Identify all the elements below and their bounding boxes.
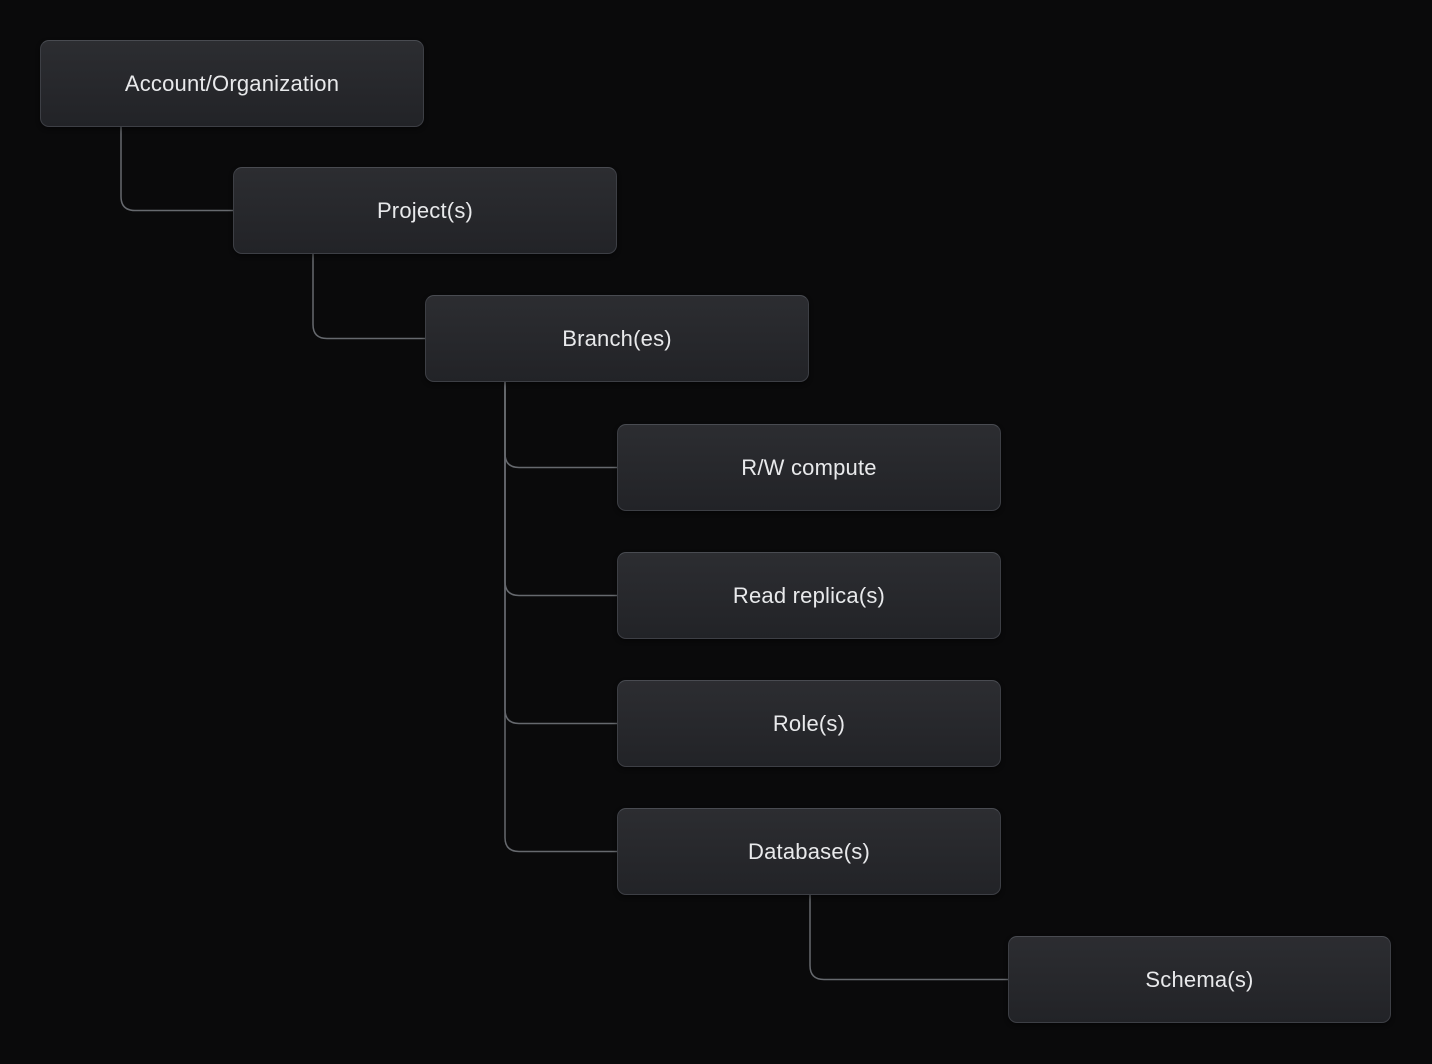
- edge-branch-to-rw-compute: [504, 382, 617, 469]
- node-rw-compute: R/W compute: [617, 424, 1001, 511]
- edge-account-to-project: [120, 127, 233, 212]
- node-label: Account/Organization: [124, 70, 340, 96]
- node-label: R/W compute: [741, 454, 877, 480]
- edge-branch-to-read-replica: [504, 382, 617, 597]
- node-role: Role(s): [617, 680, 1001, 767]
- node-account: Account/Organization: [40, 40, 424, 127]
- node-label: Branch(es): [562, 325, 672, 351]
- edge-database-to-schema: [809, 895, 1008, 981]
- node-label: Project(s): [376, 197, 474, 223]
- node-schema: Schema(s): [1008, 936, 1391, 1023]
- edge-branch-to-database: [504, 382, 617, 853]
- node-label: Read replica(s): [732, 582, 886, 608]
- node-project: Project(s): [233, 167, 617, 254]
- edge-branch-to-role: [504, 382, 617, 725]
- edge-project-to-branch: [312, 254, 425, 340]
- node-database: Database(s): [617, 808, 1001, 895]
- node-label: Role(s): [772, 710, 846, 736]
- node-read-replica: Read replica(s): [617, 552, 1001, 639]
- node-label: Database(s): [747, 838, 871, 864]
- node-label: Schema(s): [1145, 966, 1254, 992]
- node-branch: Branch(es): [425, 295, 809, 382]
